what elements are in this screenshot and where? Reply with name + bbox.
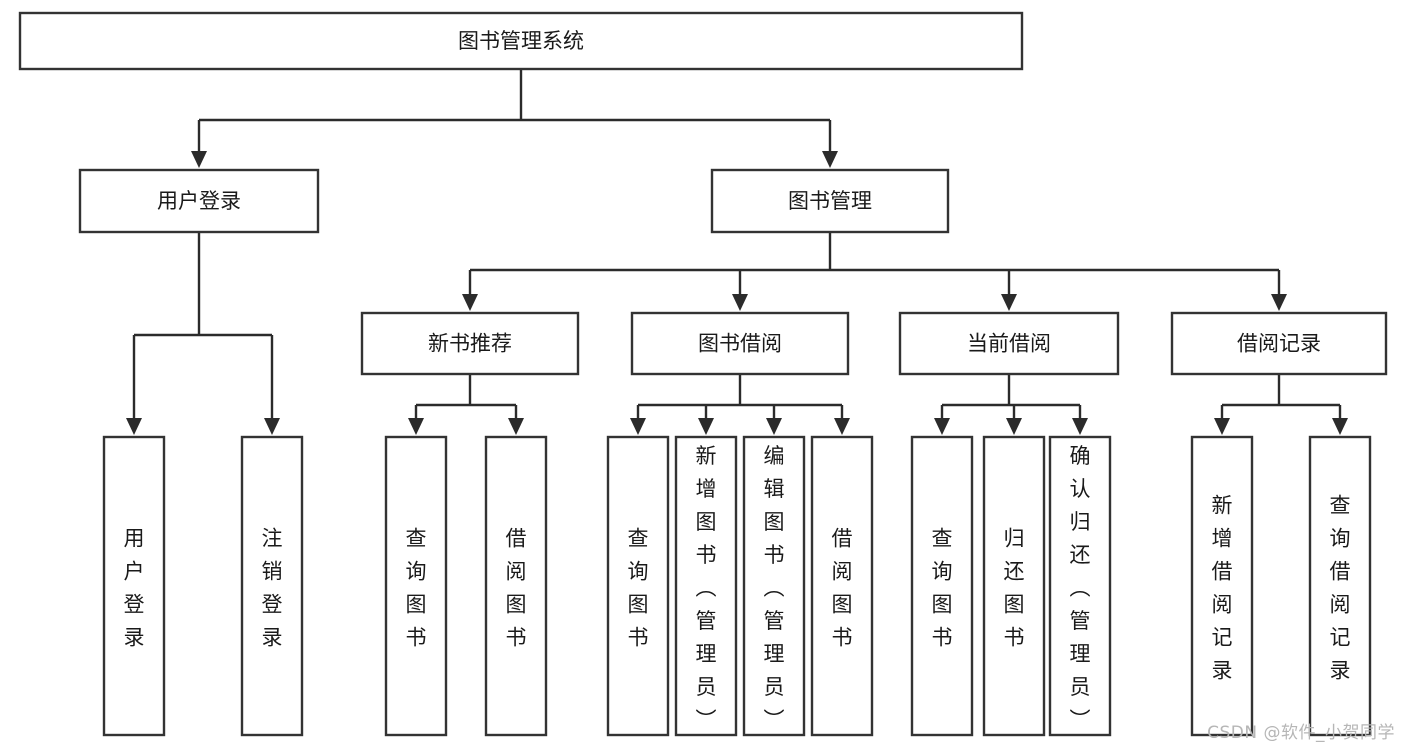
node-box (1170, 311, 1388, 376)
nodes-layer: 图书管理系统用户登录图书管理新书推荐图书借阅当前借阅借阅记录用户登录注销登录查询… (18, 11, 1388, 737)
node-box (360, 311, 580, 376)
node-leaf-borrow-edit-book[interactable]: 编辑图书︵管理员︶ (742, 435, 806, 737)
arrow-head-icon (1271, 294, 1287, 311)
node-box (810, 435, 874, 737)
node-leaf-current-return-book[interactable]: 归还图书 (982, 435, 1046, 737)
node-book-borrow[interactable]: 图书借阅 (630, 311, 850, 376)
arrow-head-icon (630, 418, 646, 435)
node-leaf-rec-borrow-book[interactable]: 借阅图书 (484, 435, 548, 737)
node-box (78, 168, 320, 234)
node-leaf-borrow-add-book[interactable]: 新增图书︵管理员︶ (674, 435, 738, 737)
node-label: 确认归还︵管理员︶ (1070, 444, 1091, 732)
node-label: 查询图书 (406, 527, 427, 650)
node-label: 新增借阅记录 (1212, 494, 1233, 683)
node-label: 图书管理 (788, 189, 872, 213)
node-box (910, 435, 974, 737)
arrow-head-icon (822, 151, 838, 168)
node-label: 借阅图书 (506, 527, 527, 650)
node-box (484, 435, 548, 737)
arrow-head-icon (408, 418, 424, 435)
node-label: 查询借阅记录 (1330, 494, 1351, 683)
node-label: 归还图书 (1004, 527, 1025, 650)
node-box (18, 11, 1024, 71)
node-label: 图书管理系统 (458, 29, 584, 53)
node-new-book-recommend[interactable]: 新书推荐 (360, 311, 580, 376)
arrow-head-icon (1214, 418, 1230, 435)
node-box (982, 435, 1046, 737)
node-leaf-record-add[interactable]: 新增借阅记录 (1190, 435, 1254, 737)
node-box (384, 435, 448, 737)
node-box (630, 311, 850, 376)
node-label: 查询图书 (932, 527, 953, 650)
node-label: 新增图书︵管理员︶ (696, 444, 717, 732)
node-root[interactable]: 图书管理系统 (18, 11, 1024, 71)
node-label: 图书借阅 (698, 332, 782, 356)
node-box (898, 311, 1120, 376)
node-leaf-user-login[interactable]: 用户登录 (102, 435, 166, 737)
node-leaf-user-logout[interactable]: 注销登录 (240, 435, 304, 737)
arrow-head-icon (1072, 418, 1088, 435)
node-label: 当前借阅 (967, 332, 1051, 356)
arrow-head-icon (1332, 418, 1348, 435)
node-box (102, 435, 166, 737)
node-label: 借阅记录 (1237, 332, 1321, 356)
node-box (674, 435, 738, 737)
node-user-login[interactable]: 用户登录 (78, 168, 320, 234)
node-current-borrow[interactable]: 当前借阅 (898, 311, 1120, 376)
arrow-head-icon (698, 418, 714, 435)
node-leaf-current-confirm-return[interactable]: 确认归还︵管理员︶ (1048, 435, 1112, 737)
node-label: 用户登录 (124, 527, 145, 650)
node-box (710, 168, 950, 234)
arrow-head-icon (508, 418, 524, 435)
node-box (1048, 435, 1112, 737)
arrow-head-icon (834, 418, 850, 435)
node-book-manage[interactable]: 图书管理 (710, 168, 950, 234)
node-box (1190, 435, 1254, 737)
arrow-head-icon (766, 418, 782, 435)
node-label: 查询图书 (628, 527, 649, 650)
node-label: 新书推荐 (428, 332, 512, 356)
node-borrow-record[interactable]: 借阅记录 (1170, 311, 1388, 376)
node-label: 借阅图书 (832, 527, 853, 650)
node-leaf-borrow-lend-book[interactable]: 借阅图书 (810, 435, 874, 737)
node-leaf-record-query[interactable]: 查询借阅记录 (1308, 435, 1372, 737)
arrow-head-icon (934, 418, 950, 435)
arrow-head-icon (1006, 418, 1022, 435)
node-label: 用户登录 (157, 189, 241, 213)
node-leaf-rec-query-book[interactable]: 查询图书 (384, 435, 448, 737)
arrow-head-icon (126, 418, 142, 435)
arrow-head-icon (191, 151, 207, 168)
node-label: 编辑图书︵管理员︶ (764, 444, 785, 732)
arrow-head-icon (462, 294, 478, 311)
arrow-head-icon (264, 418, 280, 435)
node-label: 注销登录 (262, 527, 283, 650)
node-leaf-borrow-query-book[interactable]: 查询图书 (606, 435, 670, 737)
node-box (742, 435, 806, 737)
edges-layer (126, 69, 1348, 435)
node-box (240, 435, 304, 737)
arrow-head-icon (1001, 294, 1017, 311)
arrow-head-icon (732, 294, 748, 311)
node-leaf-current-query-book[interactable]: 查询图书 (910, 435, 974, 737)
node-box (1308, 435, 1372, 737)
node-box (606, 435, 670, 737)
